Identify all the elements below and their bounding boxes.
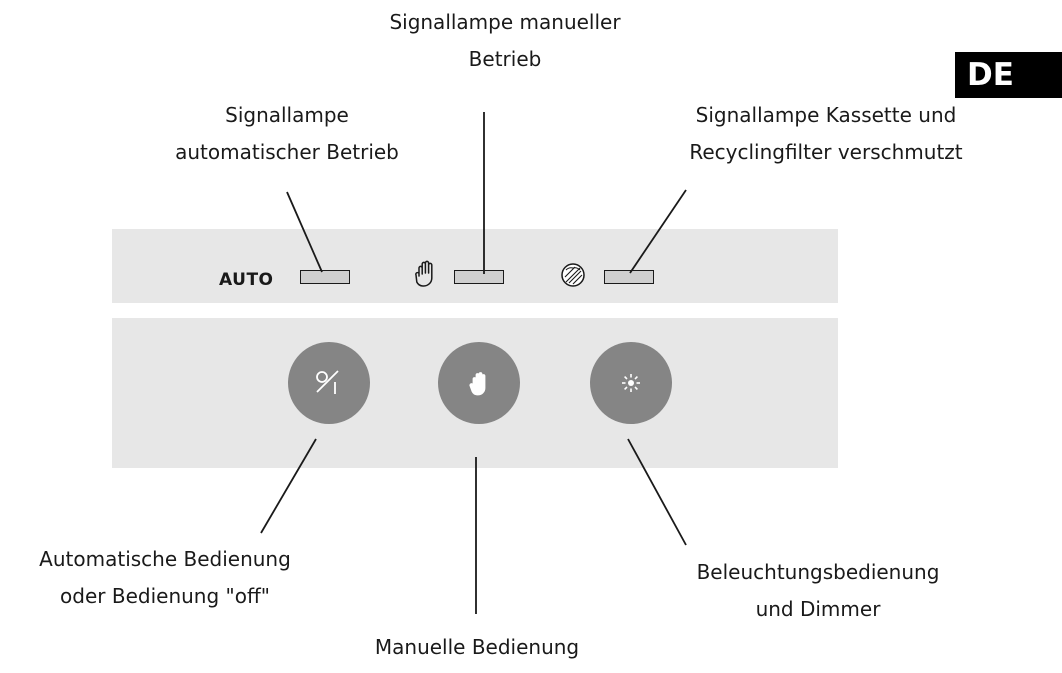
label-line: und Dimmer [755,597,881,621]
label-auto-button: Automatische Bedienung oder Bedienung "o… [0,541,330,615]
label-line: Signallampe Kassette und [695,103,957,127]
manual-button[interactable] [438,342,520,424]
label-line: Automatische Bedienung [39,547,291,571]
manual-signal-lamp [454,270,504,284]
label-filter-lamp: Signallampe Kassette und Recyclingfilter… [640,97,1012,171]
indicator-panel [112,229,838,303]
on-off-icon [316,370,339,394]
hand-icon [469,372,486,396]
filter-signal-lamp [604,270,654,284]
label-line: automatischer Betrieb [175,140,399,164]
label-line: Signallampe [225,103,349,127]
leader-auto-button [260,438,317,534]
auto-off-button[interactable] [288,342,370,424]
label-line: Manuelle Bedienung [374,635,580,659]
label-manual-button: Manuelle Bedienung [332,629,622,666]
language-badge: DE [955,52,1062,98]
label-line: Recyclingfilter verschmutzt [689,140,963,164]
label-line: Beleuchtungsbedienung [696,560,940,584]
light-icon [622,374,640,392]
auto-label: AUTO [219,270,274,290]
leader-auto-lamp [286,191,323,273]
label-line: Betrieb [468,47,542,71]
label-auto-lamp: Signallampe automatischer Betrieb [134,97,440,171]
leader-filter-lamp [629,189,687,274]
filter-icon [561,263,585,287]
label-light-button: Beleuchtungsbedienung und Dimmer [656,554,980,628]
label-manual-lamp: Signallampe manueller Betrieb [360,4,650,78]
light-button[interactable] [590,342,672,424]
hand-icon [415,260,433,287]
label-line: Signallampe manueller [389,10,621,34]
leader-light-button [627,438,687,546]
auto-signal-lamp [300,270,350,284]
label-line: oder Bedienung "off" [60,584,270,608]
